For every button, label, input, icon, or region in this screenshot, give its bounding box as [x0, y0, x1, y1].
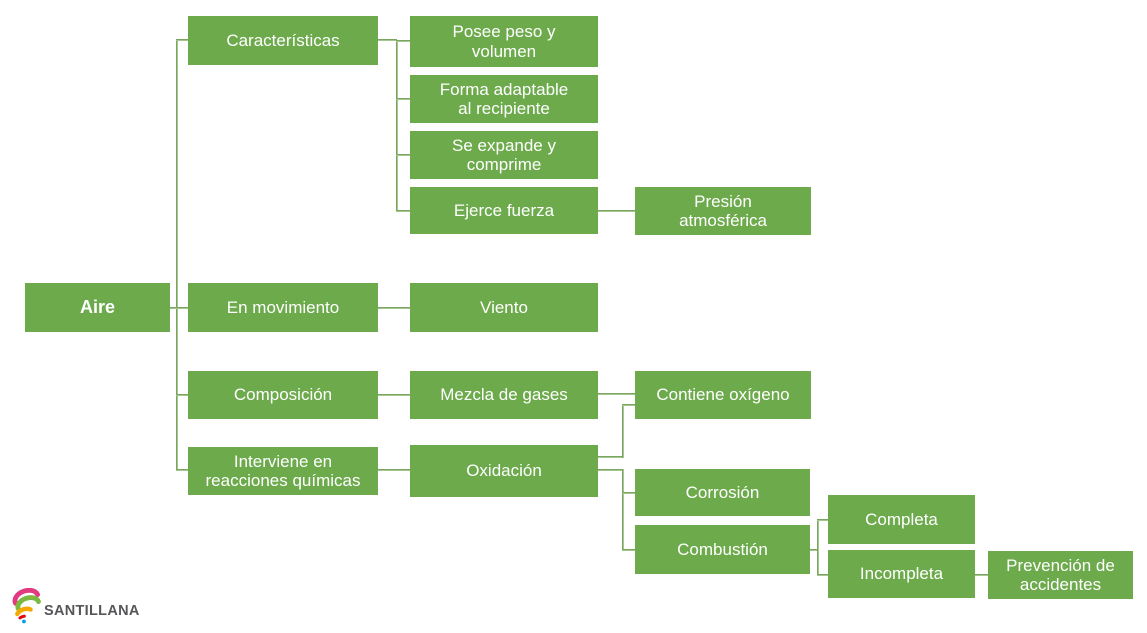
- node-caracteristicas: Características: [188, 16, 378, 65]
- connector-oxidacion-bracket: [622, 469, 624, 551]
- node-composicion: Composición: [188, 371, 378, 419]
- connector-aire-trunk: [176, 40, 178, 470]
- connector-composicion-mezcla: [378, 394, 410, 396]
- node-en-movimiento: En movimiento: [188, 283, 378, 332]
- connector-oxidacion-contiene-h1: [598, 456, 623, 458]
- connector-oxidacion-contiene-v: [622, 404, 624, 458]
- connector-oxidacion-contiene-h2: [622, 404, 635, 406]
- connector-interviene-oxidacion: [378, 469, 410, 471]
- connector-trunk-caracteristicas: [176, 39, 189, 41]
- connector-to-corrosion: [622, 492, 635, 494]
- connector-ejerce-presion: [598, 210, 635, 212]
- node-contiene-oxigeno: Contiene oxígeno: [635, 371, 811, 419]
- connector-movimiento-viento: [378, 307, 410, 309]
- connector-to-incompleta: [817, 574, 828, 576]
- connector-to-posee-peso: [396, 40, 410, 42]
- node-posee-peso: Posee peso y volumen: [410, 16, 598, 67]
- node-incompleta: Incompleta: [828, 550, 975, 598]
- node-combustion: Combustión: [635, 525, 810, 574]
- santillana-logo: SANTILLANA: [12, 588, 140, 624]
- connector-trunk-composicion: [176, 394, 189, 396]
- connector-aire-trunk-cross: [170, 307, 189, 309]
- node-interviene: Interviene en reacciones químicas: [188, 447, 378, 495]
- connector-trunk-interviene: [176, 469, 189, 471]
- node-completa: Completa: [828, 495, 975, 544]
- node-oxidacion: Oxidación: [410, 445, 598, 497]
- connector-to-se-expande: [396, 154, 410, 156]
- connector-to-completa: [817, 519, 828, 521]
- connector-incompleta-prevencion: [975, 574, 988, 576]
- santillana-logo-text: SANTILLANA: [44, 603, 140, 619]
- node-forma-adaptable: Forma adaptable al recipiente: [410, 75, 598, 123]
- connector-to-combustion: [622, 549, 635, 551]
- connector-combustion-bracket: [817, 519, 819, 576]
- node-se-expande: Se expande y comprime: [410, 131, 598, 179]
- node-mezcla-gases: Mezcla de gases: [410, 371, 598, 419]
- connector-caracteristicas-out: [378, 39, 397, 41]
- node-corrosion: Corrosión: [635, 469, 810, 516]
- connector-mezcla-contiene: [598, 393, 635, 395]
- connector-combustion-out: [810, 549, 818, 551]
- connector-to-forma-adaptable: [396, 98, 410, 100]
- santillana-swirl-icon: [12, 588, 41, 624]
- node-ejerce-fuerza: Ejerce fuerza: [410, 187, 598, 234]
- connector-to-ejerce-fuerza: [396, 210, 410, 212]
- node-aire: Aire: [25, 283, 170, 332]
- node-prevencion: Prevención de accidentes: [988, 551, 1133, 599]
- node-viento: Viento: [410, 283, 598, 332]
- node-presion-atmosferica: Presión atmosférica: [635, 187, 811, 235]
- connector-caracteristicas-bracket: [396, 40, 398, 211]
- connector-oxidacion-out: [598, 469, 623, 471]
